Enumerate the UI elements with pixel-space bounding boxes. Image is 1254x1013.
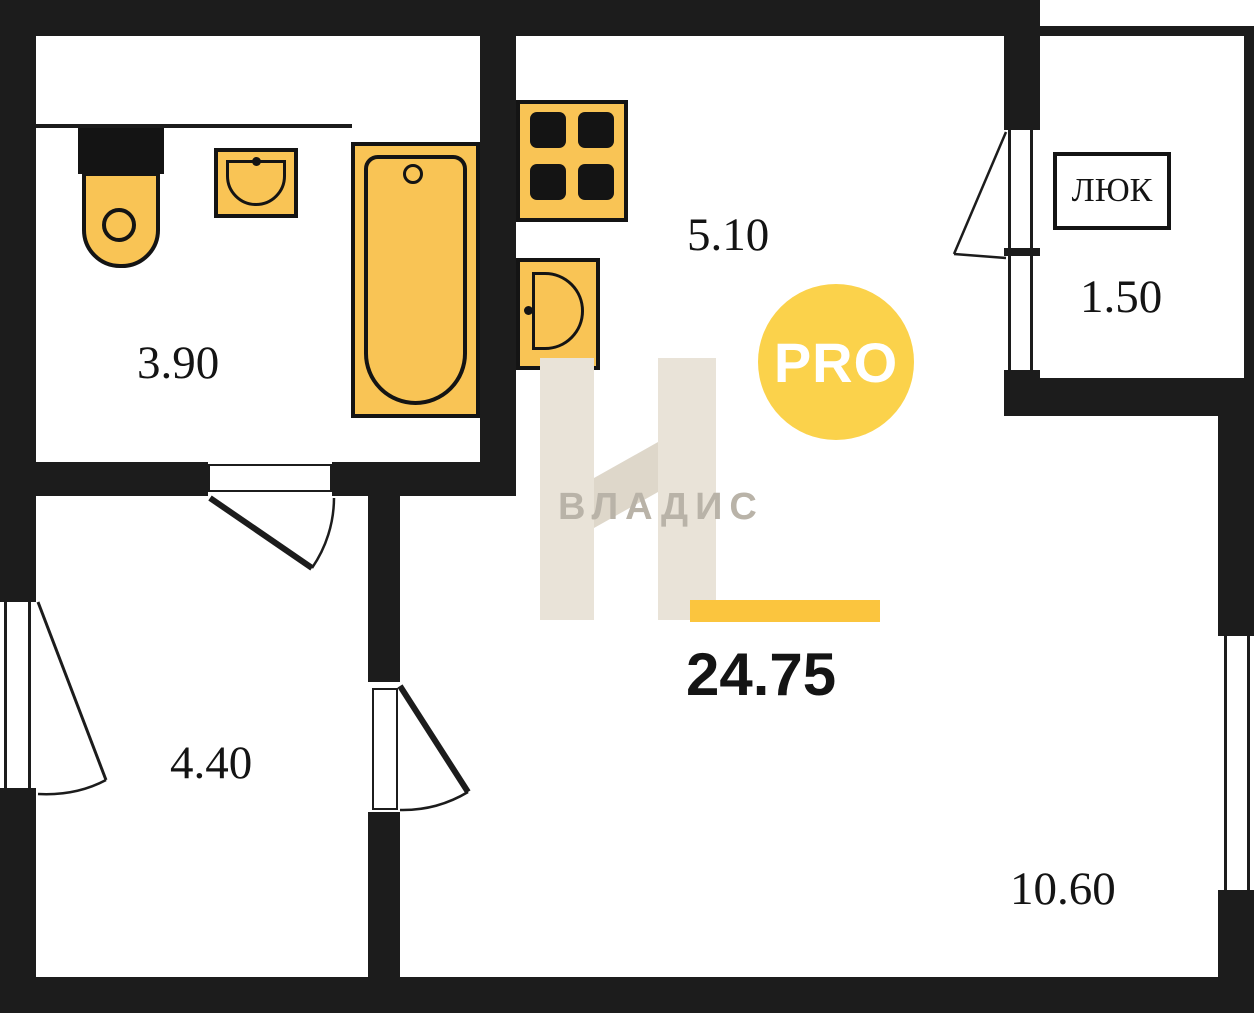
wall-right-upper bbox=[1218, 416, 1254, 628]
window-balcony-swing-base bbox=[953, 252, 1007, 260]
area-label-balcony: 1.50 bbox=[1080, 271, 1163, 323]
watermark-logo-right-bar bbox=[658, 358, 716, 620]
area-label-kitchen-living: 5.10 bbox=[687, 209, 770, 261]
window-left-frame-outer bbox=[4, 602, 7, 788]
window-left-swing-leaf bbox=[36, 601, 108, 781]
stove-burner-4 bbox=[578, 164, 614, 200]
bathroom-ledge-line bbox=[36, 124, 352, 128]
bathroom-door-leaf bbox=[208, 495, 314, 571]
hatch-label-box: ЛЮК bbox=[1053, 152, 1171, 230]
window-balcony-swing-leaf bbox=[952, 131, 1008, 255]
bathroom-door-outline bbox=[208, 464, 332, 492]
toilet-tank bbox=[78, 128, 164, 174]
area-label-living-room: 10.60 bbox=[1010, 863, 1116, 915]
wall-bottom bbox=[0, 977, 1254, 1013]
bathtub-drain bbox=[403, 164, 423, 184]
hallway-door-leaf bbox=[397, 684, 471, 794]
bathroom-sink-faucet bbox=[252, 157, 261, 166]
stove-burner-3 bbox=[530, 164, 566, 200]
area-label-hallway: 4.40 bbox=[170, 737, 253, 789]
window-left-stub-bottom bbox=[0, 788, 36, 796]
window-balcony-stub-middle bbox=[1004, 248, 1040, 256]
window-left-stub-top bbox=[0, 594, 36, 602]
wall-bathroom-bottom-right bbox=[332, 462, 516, 496]
window-left-frame-inner bbox=[28, 602, 31, 788]
bathtub-tub bbox=[364, 155, 467, 405]
wall-hallway-upper bbox=[368, 496, 400, 682]
window-balcony-frame-outer bbox=[1030, 130, 1033, 370]
toilet bbox=[78, 128, 164, 268]
toilet-seat-ring bbox=[102, 208, 136, 242]
watermark-accent-bar bbox=[690, 600, 880, 622]
wall-balcony-top-thin bbox=[1040, 26, 1254, 36]
hallway-door-outline bbox=[372, 688, 398, 810]
stove-burner-2 bbox=[578, 112, 614, 148]
wall-balcony-bottom bbox=[1004, 378, 1254, 416]
wall-left-upper bbox=[0, 0, 36, 594]
bathroom-door-arc bbox=[310, 497, 336, 569]
wall-balcony-pier bbox=[1004, 0, 1040, 122]
bathroom-sink bbox=[214, 148, 298, 218]
stove bbox=[516, 100, 628, 222]
wall-left-lower bbox=[0, 796, 36, 1013]
hatch-label: ЛЮК bbox=[1071, 172, 1153, 209]
watermark-pro-badge: PRO bbox=[758, 284, 914, 440]
wall-bathroom-right bbox=[480, 0, 516, 496]
wall-hallway-lower bbox=[368, 812, 400, 977]
window-right-frame-outer bbox=[1247, 636, 1250, 890]
window-right-frame-inner bbox=[1224, 636, 1227, 890]
hallway-door-arc bbox=[399, 790, 469, 812]
window-balcony-stub-bottom bbox=[1004, 370, 1040, 378]
watermark-logo-left-bar bbox=[540, 358, 594, 620]
window-right-stub-bottom bbox=[1218, 890, 1254, 898]
window-balcony-frame-inner bbox=[1008, 130, 1011, 370]
watermark-brand-text: ВЛАДИС bbox=[558, 486, 764, 528]
total-area-label: 24.75 bbox=[686, 641, 837, 708]
kitchen-sink-faucet bbox=[524, 306, 533, 315]
watermark-logo-chevron bbox=[594, 442, 658, 528]
window-balcony-stub-top bbox=[1004, 122, 1040, 130]
area-label-bathroom: 3.90 bbox=[137, 337, 220, 389]
watermark-pro-label: PRO bbox=[773, 330, 899, 394]
wall-bathroom-bottom-left bbox=[36, 462, 208, 496]
window-left-swing-arc bbox=[37, 778, 107, 796]
wall-top bbox=[0, 0, 1040, 36]
stove-burner-1 bbox=[530, 112, 566, 148]
bathtub bbox=[351, 142, 480, 418]
window-right-stub-top bbox=[1218, 628, 1254, 636]
wall-right-lower bbox=[1218, 898, 1254, 1013]
wall-balcony-right-thin bbox=[1244, 26, 1254, 378]
